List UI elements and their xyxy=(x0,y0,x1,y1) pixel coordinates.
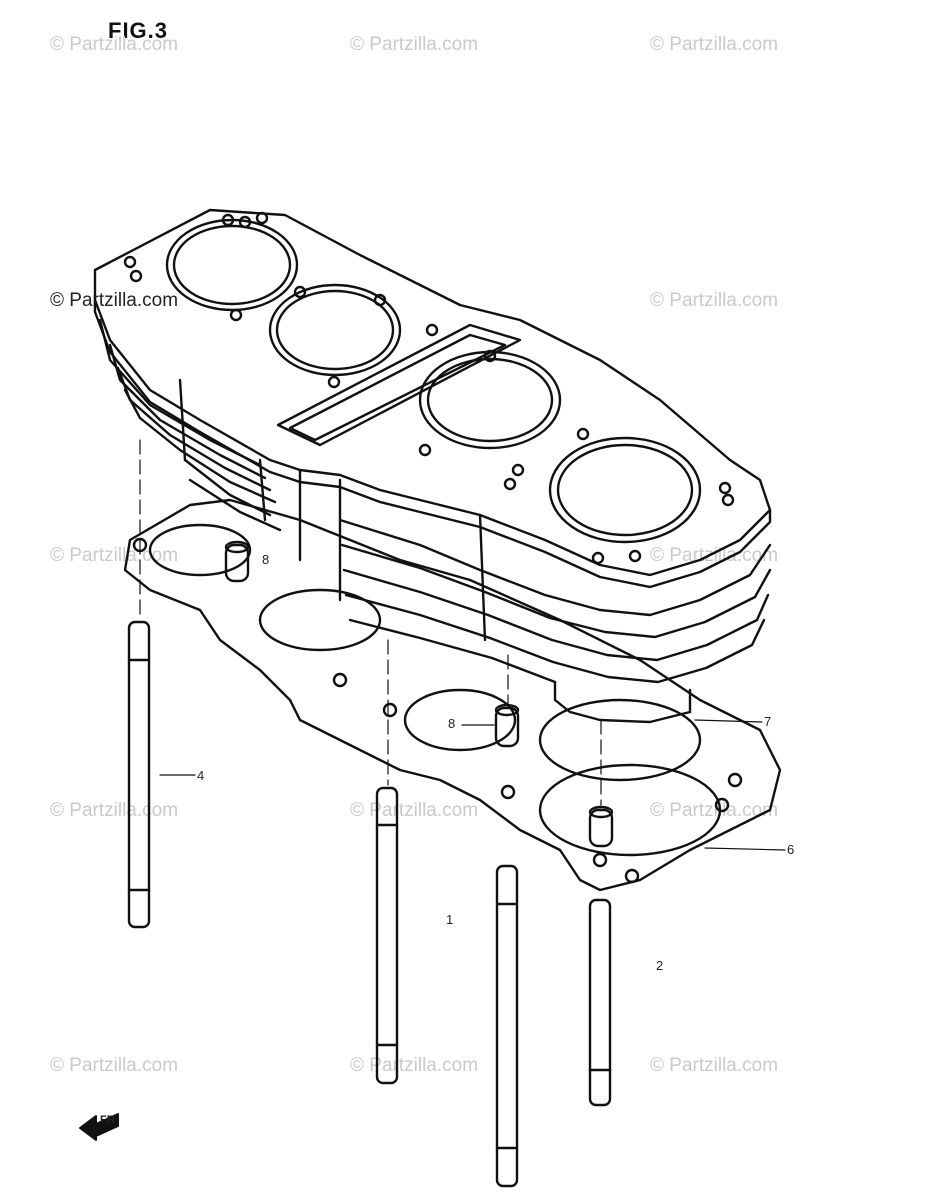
watermark: © Partzilla.com xyxy=(50,34,179,55)
watermark: © Partzilla.com xyxy=(650,800,779,821)
cylinder-block xyxy=(95,210,770,722)
figure-title: FIG.3 xyxy=(108,18,169,43)
watermark: © Partzilla.com xyxy=(350,34,479,55)
watermark: © Partzilla.com xyxy=(350,1055,479,1076)
watermark: © Partzilla.com xyxy=(50,800,179,821)
front-arrow-icon xyxy=(80,1114,118,1140)
front-marker-label: FR xyxy=(100,1114,115,1126)
watermark: © Partzilla.com xyxy=(650,545,779,566)
watermark: © Partzilla.com xyxy=(50,290,179,311)
callout-label: 2 xyxy=(656,958,664,973)
callout-label: 1 xyxy=(446,912,454,927)
watermark: © Partzilla.com xyxy=(350,800,479,821)
cylinder-stud xyxy=(377,788,397,1083)
cylinder-stud xyxy=(129,622,149,927)
watermark: © Partzilla.com xyxy=(50,545,179,566)
watermark: © Partzilla.com xyxy=(650,34,779,55)
watermark: © Partzilla.com xyxy=(650,1055,779,1076)
callout-label: 6 xyxy=(787,842,795,857)
cylinder-stud xyxy=(497,866,517,1186)
dowel-pin xyxy=(496,705,518,746)
callout-label: 7 xyxy=(764,714,772,729)
dowel-pin xyxy=(590,807,612,846)
dowel-pin xyxy=(226,542,248,581)
base-gasket xyxy=(125,500,780,890)
cylinder-stud xyxy=(590,900,610,1105)
callout-label: 4 xyxy=(197,768,205,783)
callout-label: 8 xyxy=(448,716,456,731)
watermark: © Partzilla.com xyxy=(650,290,779,311)
watermark: © Partzilla.com xyxy=(50,1055,179,1076)
callout-label: 8 xyxy=(262,552,270,567)
